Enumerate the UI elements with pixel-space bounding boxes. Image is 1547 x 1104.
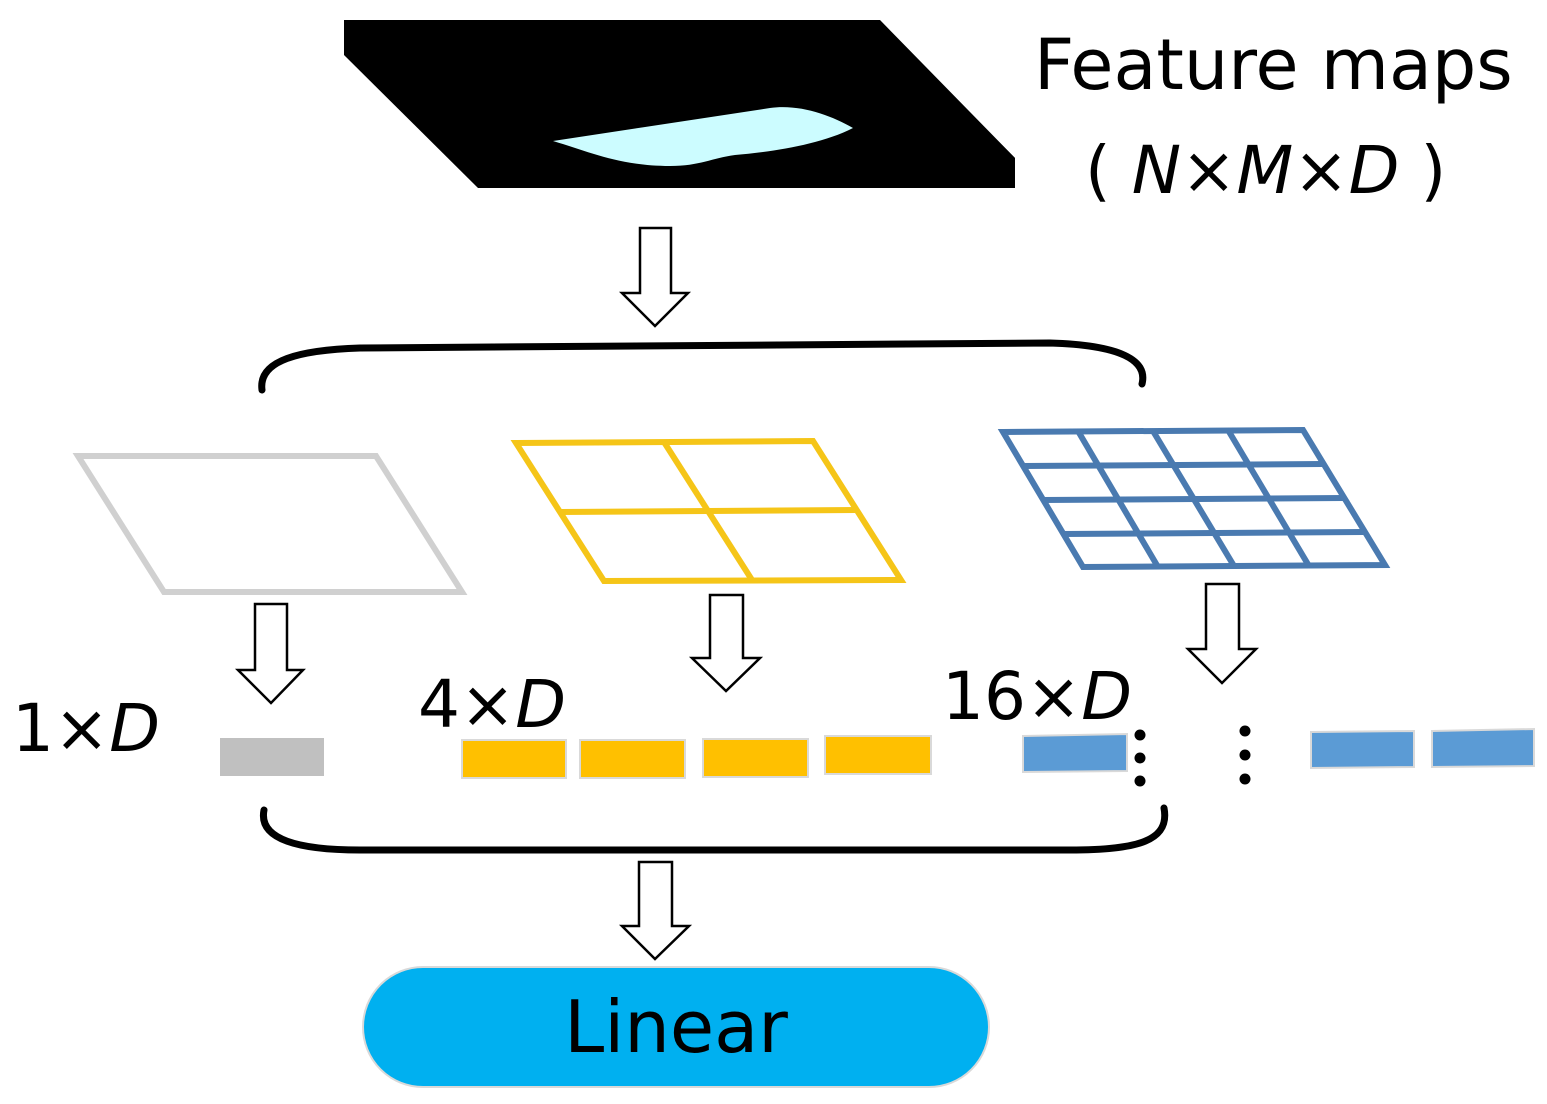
linear-box — [362, 966, 990, 1088]
feature-map-slab — [344, 20, 1015, 188]
down-arrow-icon — [1184, 582, 1260, 685]
top-brace-icon — [258, 339, 1147, 394]
feature-maps-label: Feature maps — [1034, 24, 1513, 106]
down-arrow-icon — [618, 226, 692, 328]
dims-open-paren: ( — [1085, 132, 1111, 209]
feature-maps-dims: ( N×M×D ) — [1085, 138, 1446, 204]
bins-blue — [1022, 727, 1535, 774]
bin-yellow — [824, 735, 932, 775]
dims-close-paren: ) — [1420, 132, 1447, 209]
bin-yellow — [461, 739, 567, 779]
level2-num: 4× — [418, 666, 516, 743]
feature-blob — [553, 107, 853, 166]
down-arrow-icon — [688, 593, 764, 693]
level2-dim-label: 4×D — [418, 672, 566, 738]
bin-blue — [1431, 727, 1535, 769]
bottom-brace-icon — [259, 804, 1169, 854]
dims-expression: N×M×D — [1131, 132, 1400, 209]
feature-map-top — [344, 20, 1015, 188]
bin-yellow — [702, 738, 809, 778]
level1-num: 1× — [12, 690, 110, 767]
level3-var: D — [1081, 658, 1133, 735]
bin-grey — [220, 738, 324, 776]
ellipsis-icon — [1239, 725, 1251, 785]
bins-yellow — [461, 735, 932, 779]
bin-blue — [1022, 732, 1128, 774]
pyramid-grid-4x4 — [997, 426, 1391, 571]
level2-var: D — [515, 666, 567, 743]
bin-yellow — [579, 739, 686, 779]
level1-var: D — [109, 690, 161, 767]
level3-num: 16× — [942, 658, 1082, 735]
pyramid-grid-1x1 — [72, 453, 468, 595]
linear-label: Linear — [564, 985, 788, 1069]
down-arrow-icon — [234, 602, 306, 705]
level1-dim-label: 1×D — [12, 696, 160, 762]
bin-blue — [1310, 729, 1415, 770]
pyramid-grid-2x2 — [510, 437, 907, 585]
level3-dim-label: 16×D — [942, 664, 1132, 730]
ellipsis-icon — [1134, 729, 1146, 787]
down-arrow-icon — [618, 860, 693, 961]
